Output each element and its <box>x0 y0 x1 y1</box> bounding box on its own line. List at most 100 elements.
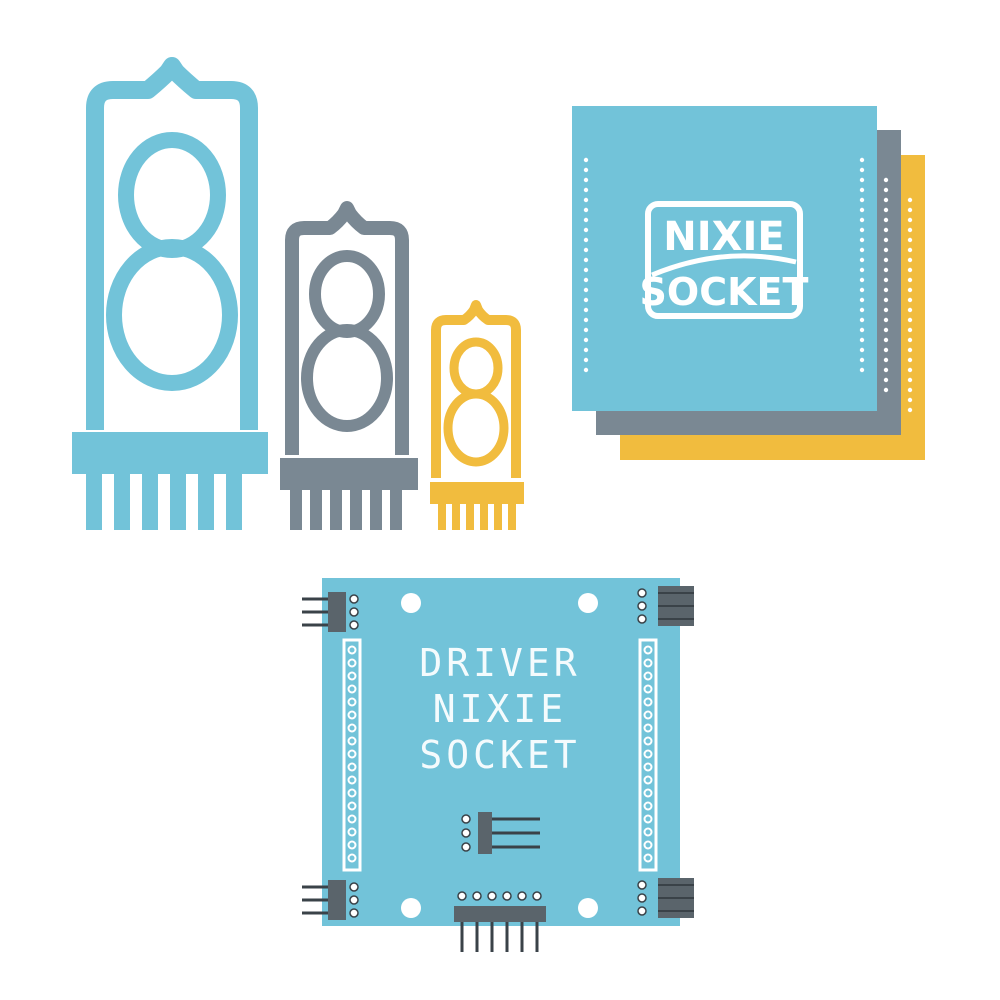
board-dot <box>583 327 589 333</box>
stacked-boards: NIXIE SOCKET <box>572 106 925 460</box>
board-dot <box>583 267 589 273</box>
board-dot <box>907 357 913 363</box>
board-dot <box>907 367 913 373</box>
board-dot <box>883 367 889 373</box>
board-dot <box>907 307 913 313</box>
board-dot <box>859 267 865 273</box>
board-dot <box>583 337 589 343</box>
board-dot <box>907 257 913 263</box>
board-dot <box>583 167 589 173</box>
board-dot <box>907 267 913 273</box>
board-dot <box>859 307 865 313</box>
header-hole <box>347 658 357 668</box>
board-dot <box>583 257 589 263</box>
board-dot <box>883 317 889 323</box>
board-dot <box>583 187 589 193</box>
board-dot <box>907 237 913 243</box>
board-dot <box>883 297 889 303</box>
board-dot <box>907 197 913 203</box>
driver-board-line-1: DRIVER <box>419 641 581 685</box>
board-dot <box>907 227 913 233</box>
header-hole <box>347 762 357 772</box>
small-tube-digit <box>443 337 509 467</box>
board-dot <box>907 207 913 213</box>
pin-header <box>328 592 346 632</box>
driver-board <box>302 578 694 952</box>
board-dot <box>883 207 889 213</box>
board-dot <box>907 217 913 223</box>
board-dot <box>583 247 589 253</box>
board-dot <box>883 277 889 283</box>
bottom-pin-header <box>454 906 546 922</box>
board-dot <box>883 347 889 353</box>
board-dot <box>883 197 889 203</box>
header-hole <box>347 697 357 707</box>
board-dot <box>883 327 889 333</box>
board-dot <box>859 237 865 243</box>
header-hole <box>643 697 653 707</box>
board-dot <box>883 287 889 293</box>
board-dot <box>583 207 589 213</box>
board-dot <box>859 247 865 253</box>
board-dot <box>859 357 865 363</box>
board-dot <box>583 297 589 303</box>
header-hole <box>347 645 357 655</box>
header-hole <box>643 710 653 720</box>
header-hole <box>347 710 357 720</box>
board-dot <box>883 217 889 223</box>
board-dot <box>883 357 889 363</box>
header-hole <box>347 684 357 694</box>
header-hole <box>347 736 357 746</box>
board-dot <box>859 217 865 223</box>
medium-nixie-tube <box>280 201 418 530</box>
header-hole <box>643 775 653 785</box>
board-dot <box>883 307 889 313</box>
board-dot <box>583 277 589 283</box>
header-hole <box>347 840 357 850</box>
board-dot <box>859 297 865 303</box>
header-hole <box>643 827 653 837</box>
board-dot <box>859 177 865 183</box>
board-dot <box>883 177 889 183</box>
header-hole <box>347 671 357 681</box>
board-dot <box>907 277 913 283</box>
board-dot <box>583 197 589 203</box>
board-dot <box>907 377 913 383</box>
board-dot <box>907 337 913 343</box>
board-dot <box>907 297 913 303</box>
header-hole <box>347 775 357 785</box>
board-dot <box>583 177 589 183</box>
board-dot <box>907 287 913 293</box>
board-dot <box>907 407 913 413</box>
board-dot <box>883 227 889 233</box>
board-dot <box>883 257 889 263</box>
board-dot <box>859 187 865 193</box>
header-hole <box>347 853 357 863</box>
board-dot <box>859 207 865 213</box>
header-hole <box>347 749 357 759</box>
header-hole <box>643 684 653 694</box>
header-hole <box>347 788 357 798</box>
board-dot <box>859 337 865 343</box>
board-dot <box>883 387 889 393</box>
board-dot <box>859 327 865 333</box>
header-hole <box>643 645 653 655</box>
board-dot <box>907 347 913 353</box>
board-dot <box>859 277 865 283</box>
driver-board-line-3: SOCKET <box>419 733 581 777</box>
board-dot <box>907 397 913 403</box>
header-hole <box>347 723 357 733</box>
board-dot <box>583 217 589 223</box>
board-dot <box>583 157 589 163</box>
nixie-socket-logo: NIXIE SOCKET <box>640 201 809 319</box>
pin-header <box>328 880 346 920</box>
board-dot <box>859 167 865 173</box>
header-hole <box>643 840 653 850</box>
board-dot <box>583 367 589 373</box>
board-dot <box>583 237 589 243</box>
header-hole <box>347 814 357 824</box>
logo-line-2: SOCKET <box>640 270 809 314</box>
small-nixie-tube <box>430 300 524 530</box>
board-dot <box>883 247 889 253</box>
board-dot <box>883 377 889 383</box>
